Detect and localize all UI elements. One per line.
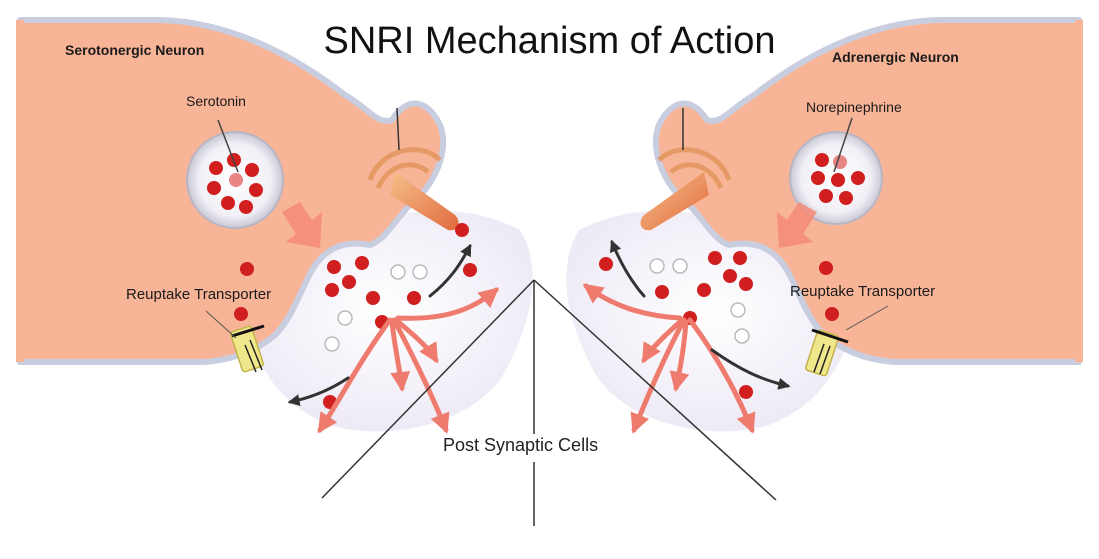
right-reuptake-arrows — [609, 239, 791, 390]
transporter-pointer-left — [205, 310, 237, 339]
right-reuptake-transporter — [805, 328, 849, 377]
norepinephrine-label: Norepinephrine — [806, 99, 902, 115]
right-receptor — [640, 108, 732, 231]
right-reuptake-transporter-label: Reuptake Transporter — [790, 283, 936, 300]
left-receptor — [367, 107, 459, 231]
left-diffusion-arrows — [317, 287, 500, 434]
right-diffusion-arrows — [582, 283, 756, 434]
left-reuptake-arrows — [287, 243, 472, 406]
serotonergic-neuron-label: Serotonergic Neuron — [65, 42, 205, 58]
transporter-pointer-right — [845, 305, 889, 331]
left-cleft-molecules — [234, 223, 477, 409]
postsynaptic-lines — [321, 279, 777, 526]
serotonin-label: Serotonin — [186, 93, 246, 109]
adrenergic-neuron-label: Adrenergic Neuron — [832, 49, 959, 65]
postsynaptic-cells-label: Post Synaptic Cells — [443, 435, 599, 455]
left-release-arrow — [282, 202, 322, 248]
right-cleft-molecules — [599, 251, 839, 399]
norepinephrine-vesicle — [789, 117, 883, 225]
serotonin-vesicle — [186, 119, 284, 229]
left-reuptake-transporter-label: Reuptake Transporter — [126, 286, 272, 303]
diagram-title: SNRI Mechanism of Action — [323, 20, 776, 62]
left-reuptake-transporter — [230, 324, 265, 373]
right-release-arrow — [777, 202, 817, 248]
